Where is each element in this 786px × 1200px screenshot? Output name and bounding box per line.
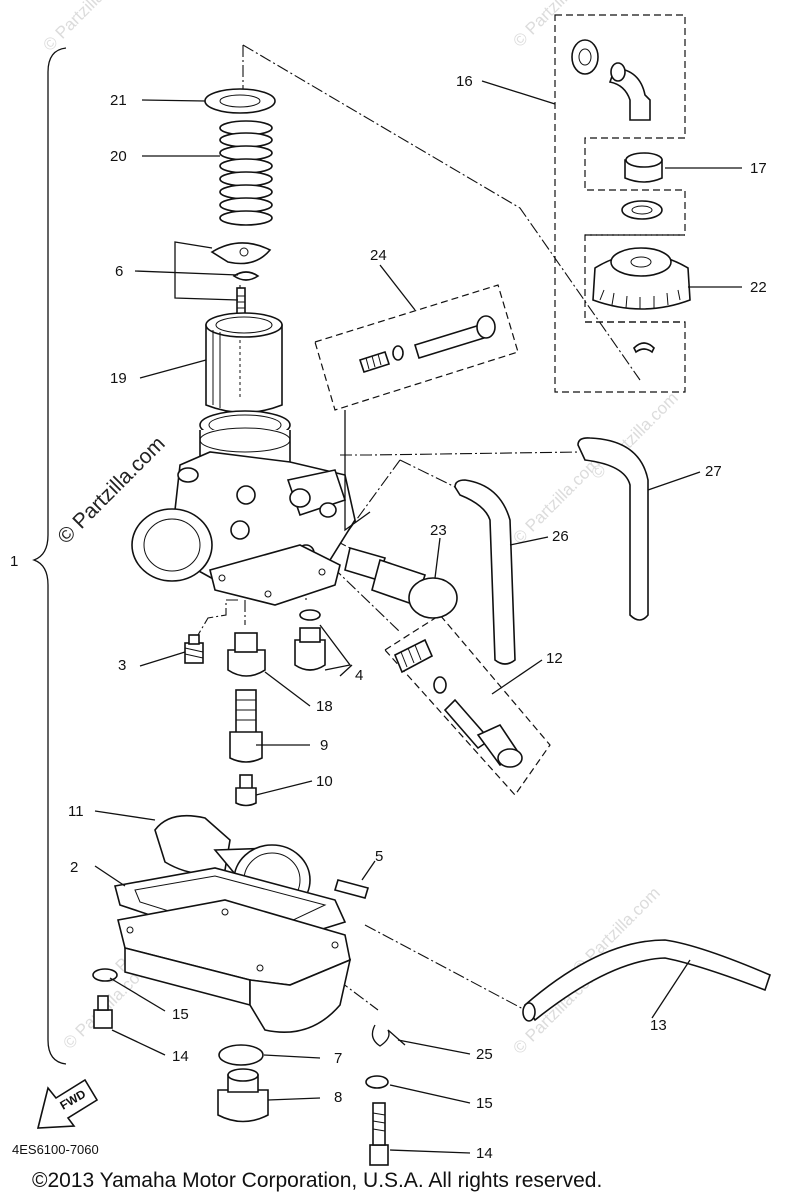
callout-8: 8 [334,1089,342,1106]
callout-14-left: 14 [172,1048,189,1065]
fuel-cap-group-box [554,14,686,393]
part-5-float-pin [333,879,370,899]
callout-11: 11 [68,803,84,820]
callout-17: 17 [750,160,767,177]
part-16-fuel-elbow [571,39,651,121]
part-9-main-jet-holder [229,689,263,763]
callout-16: 16 [456,73,473,90]
callout-13: 13 [650,1017,667,1034]
part-19-throttle-valve [205,312,283,414]
part-25-clip [371,1024,406,1047]
part-4-plug-washer [294,609,326,671]
callout-10: 10 [316,773,333,790]
callout-18: 18 [316,698,333,715]
callout-23: 23 [430,522,447,539]
callout-25: 25 [476,1046,493,1063]
part-21-washer [204,88,276,114]
callout-20: 20 [110,148,127,165]
part-7-o-ring [218,1044,264,1066]
callout-14-right: 14 [476,1145,493,1162]
part-14-screw-right [369,1102,389,1166]
pilot-screw-group-box [314,284,519,411]
callout-15-right: 15 [476,1095,493,1112]
part-27-vent-tube [577,437,649,621]
float-bowl [117,899,352,1033]
part-6-needle-and-clip [210,242,272,329]
part-3-pilot-jet [184,634,204,664]
callout-4: 4 [355,667,363,684]
carburetor-body [131,410,356,606]
callout-labels: 1 2 3 4 5 6 7 8 9 10 11 12 13 14 14 15 1… [10,73,767,1162]
fwd-arrow-icon: FWD [36,1078,99,1129]
cap-e-clip [633,342,655,354]
part-13-overflow-tube [523,939,771,1022]
part-24-pilot-screw-set [358,315,496,374]
leader-lines [94,80,742,1154]
part-20-spring [219,120,273,226]
assembly-brace [32,47,67,1065]
part-26-vent-tube [454,479,516,665]
callout-3: 3 [118,657,126,674]
part-17-nut [621,152,663,220]
callout-12: 12 [546,650,563,667]
part-18-needle-jet [227,632,266,677]
part-10-main-jet [235,774,257,807]
callout-2: 2 [70,859,78,876]
callout-9: 9 [320,737,328,754]
callout-26: 26 [552,528,569,545]
part-8-drain-plug [217,1068,269,1123]
callout-7: 7 [334,1050,342,1067]
part-15-washer-right [365,1075,389,1089]
callout-1: 1 [10,553,18,570]
diagram-code: 4ES6100-7060 [12,1142,99,1157]
copyright-notice: ©2013 Yamaha Motor Corporation, U.S.A. A… [32,1169,602,1192]
part-12-throttle-stop-screw [393,638,523,768]
callout-21: 21 [110,92,127,109]
callout-22: 22 [750,279,767,296]
callout-27: 27 [705,463,722,480]
callout-6: 6 [115,263,123,280]
part-15-washer-left [92,968,118,982]
callout-24: 24 [370,247,387,264]
throttle-stop-group-box [384,614,551,796]
watermark-1: © Partzilla.com [39,0,133,55]
part-23-starter-plunger [344,546,458,619]
callout-5: 5 [375,848,383,865]
part-22-cap [592,247,691,310]
part-14-screw-left [93,995,113,1029]
callout-19: 19 [110,370,127,387]
callout-15-left: 15 [172,1006,189,1023]
